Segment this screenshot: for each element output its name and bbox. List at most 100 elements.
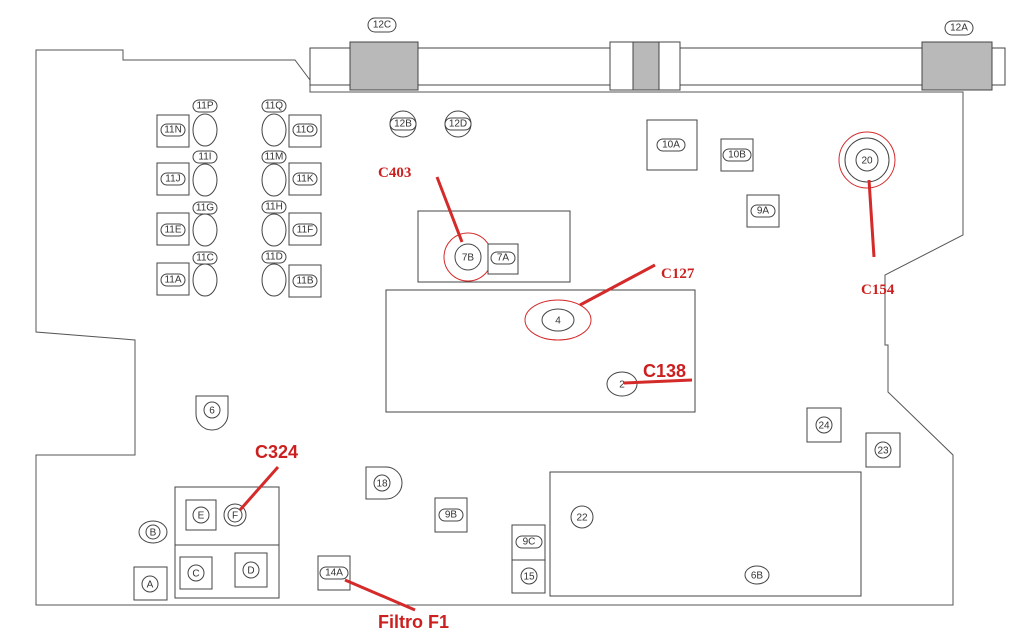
component-11j: 11J — [156, 162, 190, 196]
component-d: D — [234, 552, 268, 588]
component-4: 4 — [524, 299, 592, 341]
component-11b: 11B — [288, 264, 322, 298]
component-11n: 11N — [156, 114, 190, 148]
svg-text:12C: 12C — [373, 20, 391, 31]
svg-text:11B: 11B — [296, 276, 313, 287]
svg-text:12B: 12B — [394, 119, 412, 130]
leader-c403 — [435, 176, 464, 243]
svg-text:11D: 11D — [265, 252, 283, 263]
component-12d: 12D — [444, 110, 472, 138]
component-10a: 10A — [646, 119, 698, 171]
leader-c154 — [867, 179, 876, 258]
svg-text:15: 15 — [523, 572, 535, 583]
svg-text:12A: 12A — [950, 23, 968, 34]
component-23: 23 — [865, 432, 901, 468]
svg-text:F: F — [232, 511, 238, 522]
component-11o: 11O — [288, 114, 322, 148]
component-20: 20 — [838, 131, 896, 189]
component-12b: 12B — [389, 110, 417, 138]
svg-text:11C: 11C — [196, 253, 214, 264]
svg-text:E: E — [198, 511, 205, 522]
svg-text:14A: 14A — [325, 568, 343, 579]
svg-text:11M: 11M — [265, 152, 284, 163]
component-11g: 11G — [192, 201, 218, 247]
component-6b: 6B — [744, 565, 770, 585]
svg-text:11Q: 11Q — [265, 101, 283, 112]
component-b: B — [138, 520, 168, 544]
svg-text:7A: 7A — [497, 253, 510, 264]
component-6: 6 — [195, 395, 229, 431]
component-c: C — [179, 556, 213, 590]
leader-c138 — [623, 378, 693, 385]
svg-text:11G: 11G — [196, 203, 214, 214]
svg-text:11O: 11O — [296, 125, 314, 136]
block-main — [385, 289, 696, 413]
component-12c: 12C — [367, 17, 397, 33]
component-9c: 9C — [511, 524, 546, 561]
block-lower-right — [549, 471, 862, 597]
svg-text:11H: 11H — [265, 202, 283, 213]
svg-text:D: D — [247, 566, 254, 577]
svg-text:9A: 9A — [757, 206, 770, 217]
svg-text:2: 2 — [619, 380, 625, 391]
component-24: 24 — [806, 407, 842, 443]
component-11f: 11F — [288, 212, 322, 246]
annotation-c138: C138 — [643, 361, 686, 381]
svg-text:11I: 11I — [198, 152, 211, 163]
svg-text:11K: 11K — [296, 174, 313, 185]
leader-filtro — [344, 578, 416, 612]
component-11h: 11H — [261, 200, 287, 247]
component-14a: 14A — [317, 555, 351, 591]
board-outline — [35, 49, 964, 606]
svg-text:20: 20 — [861, 156, 873, 167]
svg-text:10B: 10B — [728, 150, 746, 161]
top-rail — [309, 41, 1006, 91]
svg-text:22: 22 — [576, 513, 588, 524]
svg-text:10A: 10A — [662, 140, 680, 151]
component-9b: 9B — [434, 497, 468, 533]
component-e: E — [185, 499, 217, 531]
component-18: 18 — [365, 466, 403, 500]
svg-text:6: 6 — [209, 406, 215, 417]
svg-text:23: 23 — [877, 446, 889, 457]
annotation-leaders — [238, 176, 876, 612]
leader-c324 — [238, 466, 280, 511]
component-7a: 7A — [487, 243, 519, 275]
svg-text:11E: 11E — [164, 225, 181, 236]
annotation-filtro: Filtro F1 — [378, 612, 449, 632]
svg-text:12D: 12D — [449, 119, 467, 130]
svg-text:11N: 11N — [164, 125, 182, 136]
component-11e: 11E — [156, 212, 190, 246]
svg-text:11F: 11F — [297, 225, 314, 236]
component-a: A — [133, 566, 168, 601]
annotation-c127: C127 — [661, 266, 695, 282]
component-11i: 11I — [192, 150, 218, 197]
svg-text:7B: 7B — [462, 253, 475, 264]
component-22: 22 — [570, 505, 594, 529]
component-11c: 11C — [192, 251, 218, 297]
annotation-c324: C324 — [255, 442, 298, 462]
annotation-c154: C154 — [861, 282, 895, 298]
ferrite-left — [349, 41, 419, 91]
component-11a: 11A — [156, 262, 190, 296]
svg-text:6B: 6B — [751, 571, 764, 582]
component-2: 2 — [606, 371, 638, 397]
svg-text:C: C — [192, 569, 199, 580]
annotation-c403: C403 — [378, 165, 411, 181]
svg-text:A: A — [147, 580, 154, 591]
svg-text:9C: 9C — [523, 537, 536, 548]
svg-text:11J: 11J — [165, 174, 180, 185]
svg-text:9B: 9B — [445, 510, 458, 521]
svg-text:B: B — [150, 528, 157, 539]
component-11m: 11M — [261, 150, 287, 197]
svg-text:11A: 11A — [164, 275, 181, 286]
component-15: 15 — [511, 559, 546, 594]
ferrite-middle — [632, 41, 660, 91]
component-11p: 11P — [192, 99, 218, 147]
component-7b: 7B — [443, 232, 493, 282]
leader-c127 — [579, 263, 656, 307]
svg-text:18: 18 — [376, 479, 388, 490]
component-12a: 12A — [944, 20, 974, 36]
svg-text:24: 24 — [818, 421, 830, 432]
